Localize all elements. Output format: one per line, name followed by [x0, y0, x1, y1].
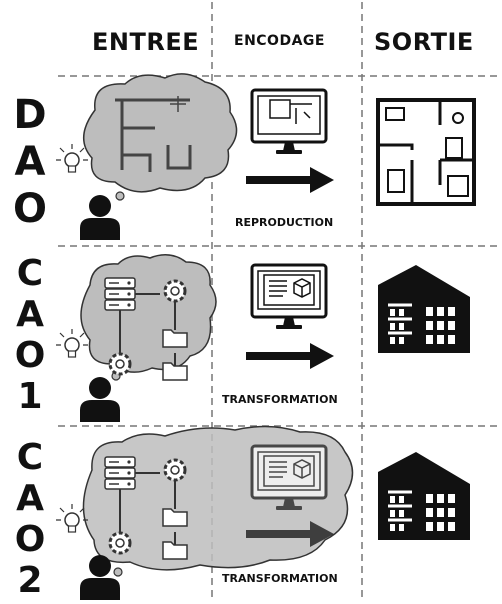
column-header-encoding: ENCODAGE: [234, 33, 325, 49]
row-label-letter: O: [14, 519, 46, 560]
person-icon: [80, 377, 120, 422]
encoding-caption: REPRODUCTION: [235, 216, 334, 229]
row-label-letter: 1: [17, 376, 43, 417]
building-icon: [376, 263, 472, 355]
thought-cloud-icon: [83, 73, 238, 201]
thought-cloud-icon: [80, 254, 217, 381]
row-label-letter: A: [16, 478, 44, 519]
right-arrow-icon: [246, 343, 334, 369]
row-label-letter: O: [12, 186, 47, 232]
row-label-letter: 2: [17, 560, 43, 601]
computer-monitor-icon: [250, 263, 328, 331]
row-label-letter: C: [16, 437, 44, 478]
encoding-caption: TRANSFORMATION: [222, 393, 338, 406]
lightbulb-icon: [55, 328, 89, 358]
right-arrow-icon: [246, 167, 334, 193]
floor-plan-sketch-icon: [115, 96, 192, 172]
row-label-letter: A: [16, 294, 44, 335]
row-label-letter: O: [14, 335, 46, 376]
row-label-letter: A: [14, 139, 46, 185]
row-label-dao: D A O: [8, 95, 52, 236]
row-label-cao1: C A O 1: [8, 256, 52, 420]
column-header-input: ENTREE: [92, 28, 200, 56]
computer-monitor-icon: [250, 88, 328, 156]
building-icon: [376, 450, 472, 542]
lightbulb-icon: [55, 143, 89, 173]
row-label-letter: D: [13, 92, 47, 138]
row-label-letter: C: [16, 253, 44, 294]
row-label-cao2: C A O 2: [8, 440, 52, 604]
floor-plan-icon: [376, 98, 476, 206]
person-icon: [80, 195, 120, 240]
column-header-output: SORTIE: [374, 28, 474, 56]
encoding-caption: TRANSFORMATION: [222, 572, 338, 585]
lightbulb-icon: [55, 503, 89, 533]
